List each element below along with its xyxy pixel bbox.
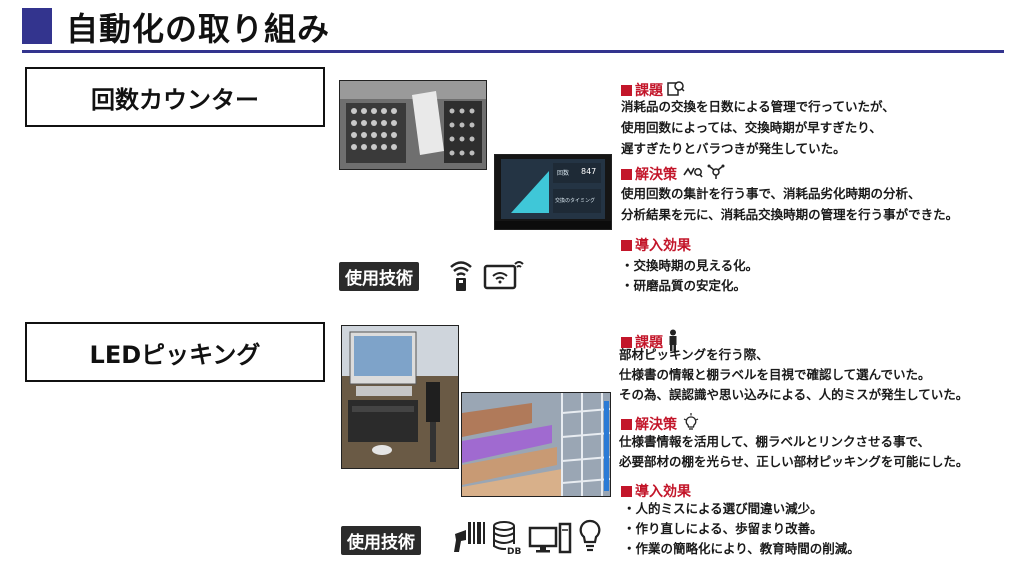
- database-icon: DB: [492, 520, 522, 560]
- effect-heading: 導入効果: [621, 481, 691, 501]
- issue-heading: 課題: [621, 329, 679, 355]
- analysis-icon: [683, 165, 703, 183]
- wifi-monitor-icon: [483, 258, 525, 296]
- issue-text-line: 使用回数によっては、交換時期が早すぎたり、: [621, 120, 882, 135]
- effect-bullet: ・人的ミスによる選び間違い減少。: [623, 501, 823, 516]
- section-title-counter: 回数カウンター: [25, 67, 325, 127]
- issue-text-line: 部材ピッキングを行う際、: [619, 347, 769, 362]
- title-marker: [22, 8, 52, 44]
- workstation-photo: [341, 325, 459, 469]
- section-title-led-picking: LEDピッキング: [25, 322, 325, 382]
- tech-label: 使用技術: [339, 262, 419, 291]
- issue-text-line: 消耗品の交換を日数による管理で行っていたが、: [621, 99, 895, 114]
- counter-screen-label: 回数: [557, 170, 570, 177]
- machine-photo: [339, 80, 487, 170]
- solution-text-line: 使用回数の集計を行う事で、消耗品劣化時期の分析、: [621, 186, 921, 201]
- issue-heading: 課題: [621, 80, 685, 100]
- wireless-sensor-icon: [448, 258, 474, 296]
- effect-bullet: ・作業の簡略化により、教育時間の削減。: [623, 541, 860, 556]
- svg-text:DB: DB: [507, 547, 521, 556]
- barcode-scanner-icon: [452, 520, 488, 558]
- effect-bullet: ・作り直しによる、歩留まり改善。: [623, 521, 823, 536]
- led-shelf-photo: [461, 392, 611, 497]
- solution-text-line: 分析結果を元に、消耗品交換時期の管理を行う事ができた。: [621, 207, 959, 222]
- person-icon: [667, 329, 679, 355]
- page-title: 自動化の取り組み: [66, 10, 331, 48]
- issue-text-line: 仕様書の情報と棚ラベルを目視で確認して選んでいた。: [619, 367, 931, 382]
- counter-screen-value: 847: [581, 167, 597, 176]
- counter-screen-sub: 交換のタイミング: [555, 198, 596, 204]
- lightbulb-icon: [578, 518, 602, 558]
- counter-monitor-photo: 回数 847 交換のタイミング: [494, 154, 612, 230]
- settings-network-icon: [707, 164, 725, 184]
- issue-text-line: その為、誤認識や思い込みによる、人的ミスが発生していた。: [619, 387, 969, 402]
- effect-bullet: ・研磨品質の安定化。: [621, 278, 747, 293]
- issue-text-line: 遅すぎたりとバラつきが発生していた。: [621, 141, 846, 156]
- solution-heading: 解決策: [621, 164, 725, 184]
- lightbulb-icon: [683, 413, 699, 435]
- solution-text-line: 必要部材の棚を光らせ、正しい部材ピッキングを可能にした。: [619, 454, 969, 469]
- effect-heading: 導入効果: [621, 235, 691, 255]
- effect-bullet: ・交換時期の見える化。: [621, 258, 759, 273]
- solution-text-line: 仕様書情報を活用して、棚ラベルとリンクさせる事で、: [619, 434, 931, 449]
- solution-heading: 解決策: [621, 413, 699, 435]
- computer-icon: [528, 520, 572, 558]
- tech-label: 使用技術: [341, 526, 421, 555]
- title-underline: [22, 50, 1004, 53]
- magnifier-document-icon: [667, 80, 685, 100]
